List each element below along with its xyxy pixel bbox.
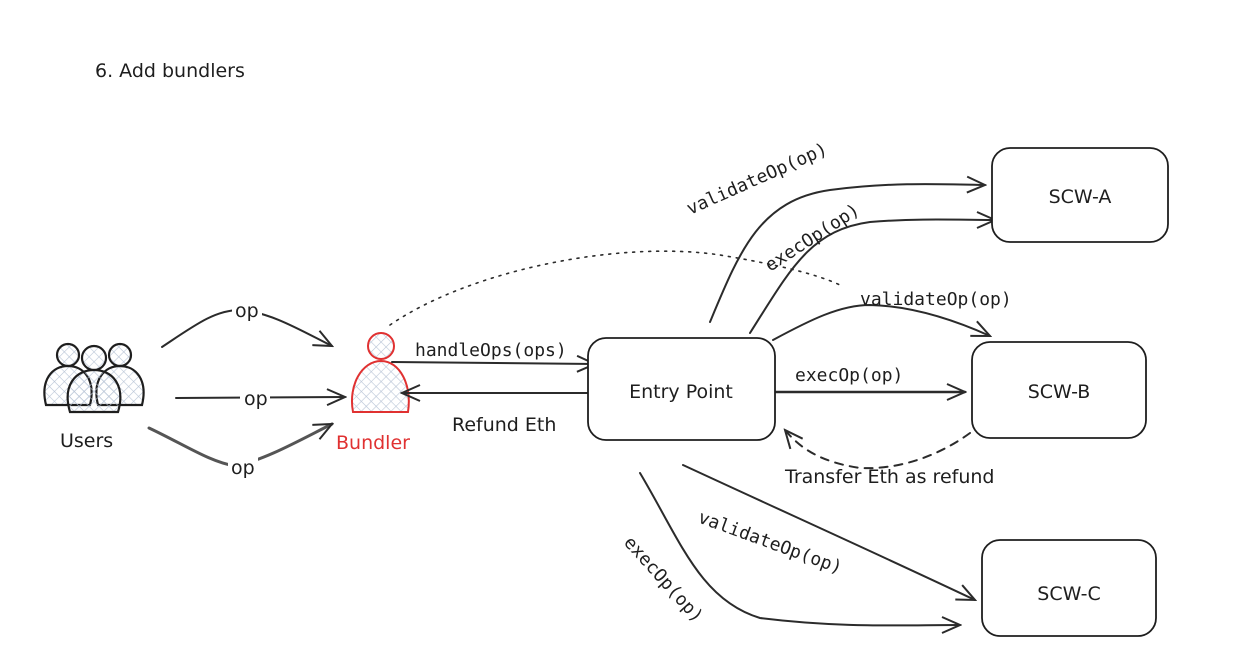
dotted-connector xyxy=(389,250,843,326)
scw-c-label: SCW-C xyxy=(1037,583,1100,605)
scw-c-node: SCW-C xyxy=(981,539,1157,637)
scw-b-label: SCW-B xyxy=(1028,381,1091,403)
scw-a-node: SCW-A xyxy=(991,147,1169,243)
entry-point-node: Entry Point xyxy=(587,337,776,441)
transfer-refund-label: Transfer Eth as refund xyxy=(784,466,994,488)
arrow-exec-c xyxy=(639,472,960,625)
arrow-validate-c xyxy=(682,464,975,600)
arrow-validate-a xyxy=(709,184,985,323)
bundler-label: Bundler xyxy=(336,432,410,454)
arrow-exec-a xyxy=(749,220,995,334)
arrow-transfer-refund xyxy=(785,430,971,470)
users-label: Users xyxy=(60,430,113,452)
op-label-3: op xyxy=(231,457,255,479)
scw-a-label: SCW-A xyxy=(1049,186,1112,208)
bundler-icon xyxy=(351,332,410,413)
users-icon xyxy=(43,342,145,414)
arrow-validate-b xyxy=(772,304,990,341)
scw-b-node: SCW-B xyxy=(971,341,1147,439)
arrow-handle-ops xyxy=(391,362,595,364)
exec-b-label: execOp(op) xyxy=(795,365,903,386)
op-label-1: op xyxy=(235,300,259,322)
diagram-title: 6. Add bundlers xyxy=(95,60,245,82)
op-label-2: op xyxy=(244,388,268,410)
validate-b-label: validateOp(op) xyxy=(860,289,1012,310)
handle-ops-label: handleOps(ops) xyxy=(415,340,567,361)
refund-eth-label: Refund Eth xyxy=(452,414,556,436)
exec-c-label: execOp(op) xyxy=(619,532,707,627)
entry-point-label: Entry Point xyxy=(629,381,733,403)
validate-a-label: validateOp(op) xyxy=(683,139,830,220)
validate-c-label: validateOp(op) xyxy=(695,507,845,579)
